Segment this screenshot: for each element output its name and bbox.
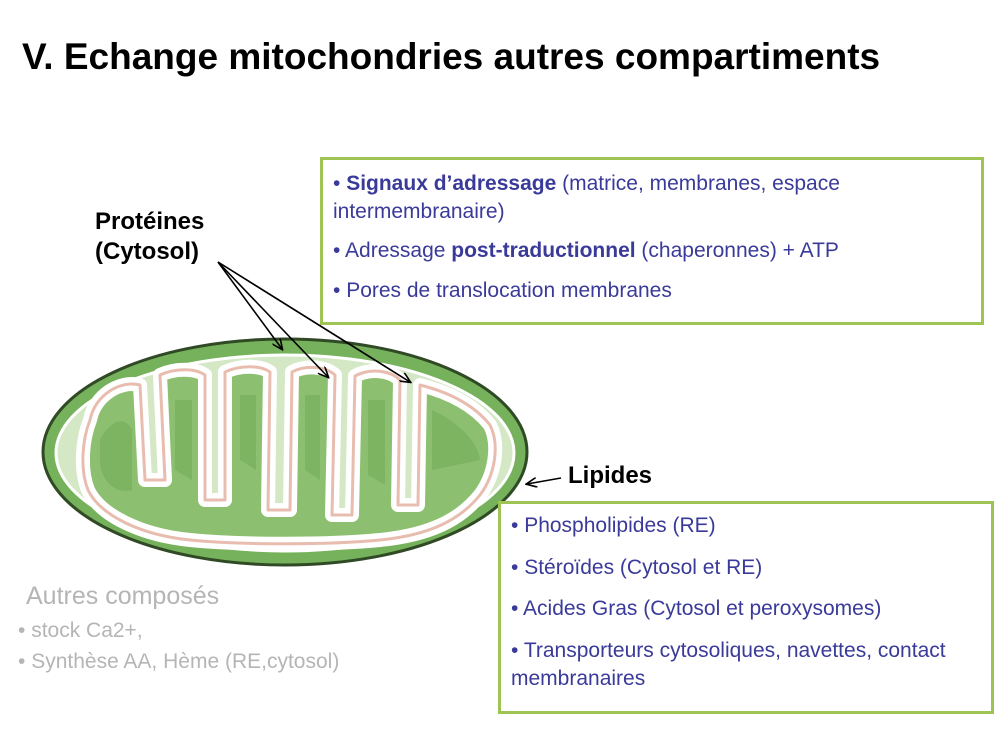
- protein-item-1-bold: Signaux d’adressage: [346, 172, 557, 195]
- other-compounds-title: Autres composés: [26, 582, 220, 610]
- other-compound-text: Synthèse AA, Hème (RE,cytosol): [31, 650, 340, 673]
- other-compound-item: • stock Ca2+,: [18, 619, 143, 642]
- lipids-item: • Phospholipides (RE): [511, 514, 716, 537]
- protein-item-1: • Signaux d’adressage (matrice, membrane…: [333, 172, 840, 223]
- lipids-item: • Acides Gras (Cytosol et peroxysomes): [511, 597, 882, 621]
- protein-item-2-pre: Adressage: [345, 239, 452, 263]
- inner-membrane-outline: [81, 365, 497, 546]
- protein-item-2-bold: post-traductionnel: [451, 239, 636, 263]
- protein-item-2: • Adressage post-traductionnel (chaperon…: [333, 239, 839, 263]
- proteins-label-line2: (Cytosol): [95, 238, 199, 265]
- lipids-label: Lipides: [568, 462, 653, 489]
- slide-title: V. Echange mitochondries autres comparti…: [22, 36, 881, 77]
- lipids-item-text: Acides Gras (Cytosol et peroxysomes): [523, 597, 882, 621]
- other-compounds: Autres composés • stock Ca2+, • Synthèse…: [18, 582, 339, 681]
- proteins-label-line1: Protéines: [95, 208, 205, 235]
- lipids-item: • Stéroïdes (Cytosol et RE): [511, 555, 763, 579]
- protein-transport-box: • Signaux d’adressage (matrice, membrane…: [320, 157, 984, 325]
- protein-arrow-1: [217, 261, 282, 349]
- lipids-item-text: Stéroïdes (Cytosol et RE): [524, 555, 763, 579]
- protein-item-3: • Pores de translocation membranes: [333, 279, 672, 303]
- protein-item-2-rest: (chaperonnes) + ATP: [635, 239, 839, 263]
- matrix-shading: [100, 395, 480, 491]
- lipids-arrow: [527, 477, 562, 484]
- protein-arrow-2: [217, 261, 328, 377]
- other-compound-item: • Synthèse AA, Hème (RE,cytosol): [18, 650, 340, 673]
- protein-arrow-3: [217, 261, 410, 382]
- other-compound-text: stock Ca2+,: [31, 619, 143, 642]
- protein-item-1-rest: (matrice, membranes, espace intermembran…: [333, 172, 840, 223]
- lipids-item: • Transporteurs cytosoliques, navettes, …: [511, 639, 946, 690]
- protein-item-3-text: Pores de translocation membranes: [346, 279, 672, 303]
- lipids-item-text: Transporteurs cytosoliques, navettes, co…: [511, 639, 946, 690]
- proteins-label: Protéines (Cytosol): [95, 207, 204, 267]
- lipids-item-text: Phospholipides (RE): [524, 514, 716, 537]
- lipids-box: • Phospholipides (RE) • Stéroïdes (Cytos…: [498, 501, 994, 714]
